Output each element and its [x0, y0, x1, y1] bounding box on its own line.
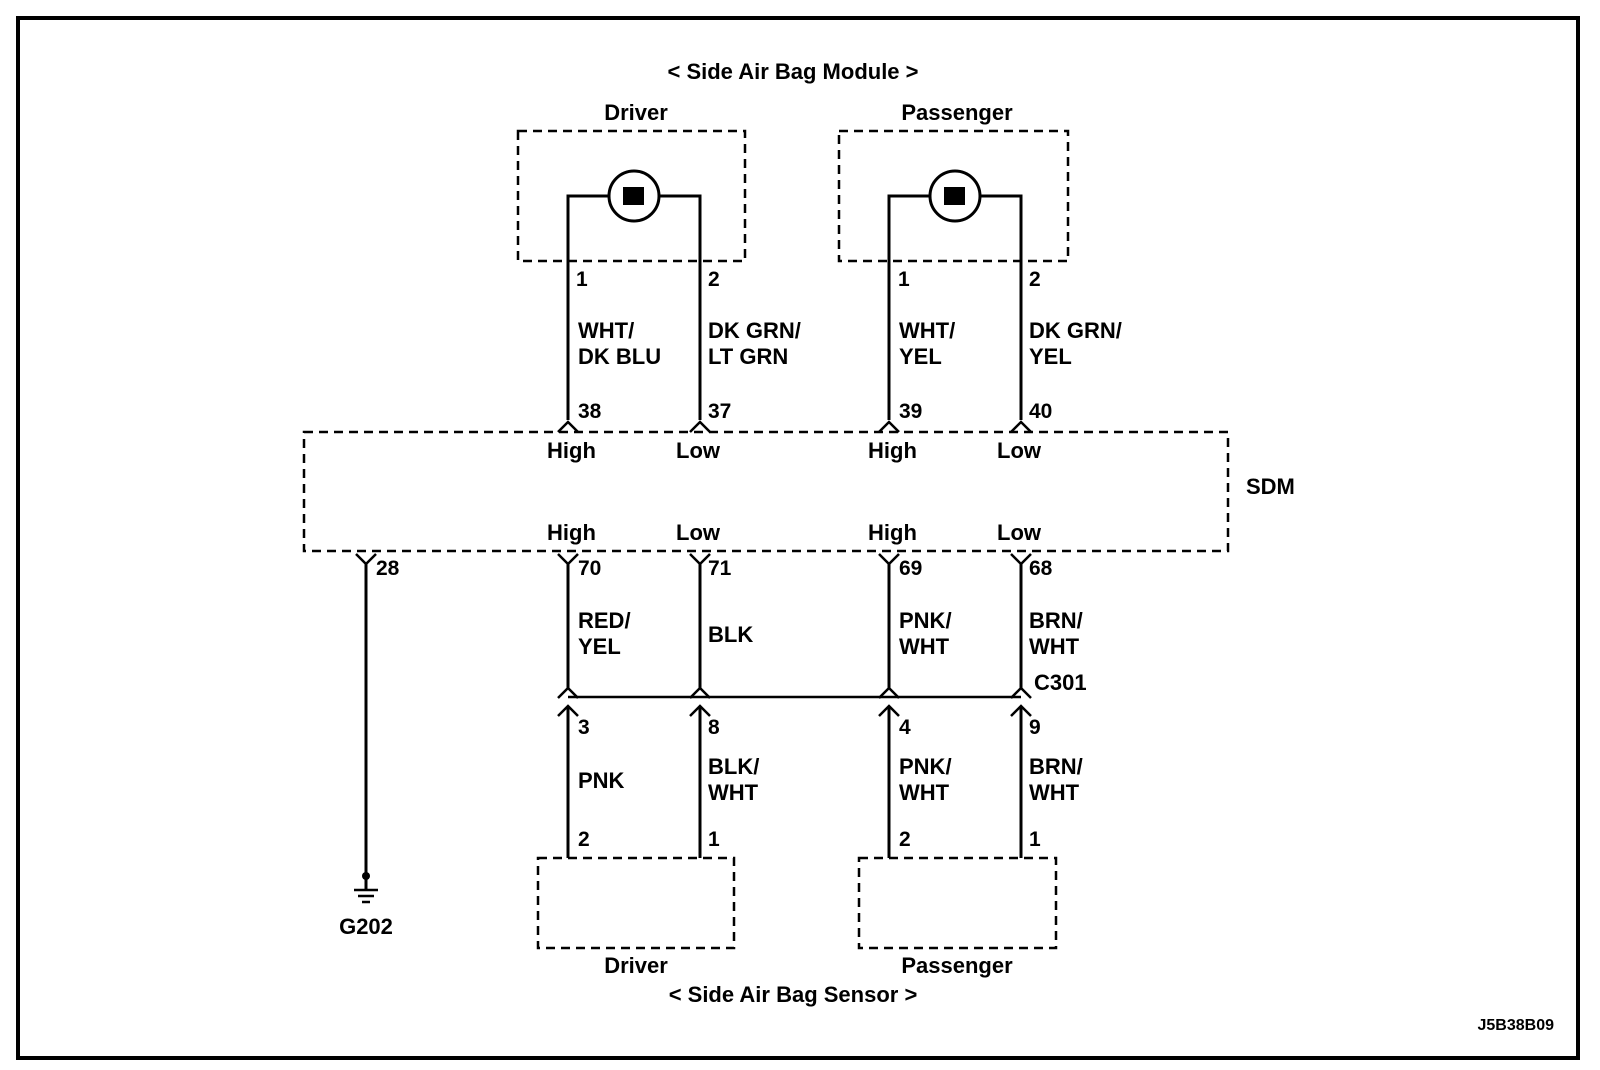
wire-8-color-2: WHT	[708, 780, 759, 805]
passenger-wire-low-color-2: YEL	[1029, 344, 1072, 369]
passenger-airbag-module: Passenger 1 2 WHT/ YEL DK GRN/ YEL 39 40	[837, 100, 1122, 423]
sdm-pin-70: 70	[578, 557, 601, 580]
sdm-bottom-term-driver-high: High	[547, 520, 596, 545]
passenger-sensor-box	[857, 856, 1058, 950]
passenger-sensor-label: Passenger	[901, 953, 1013, 978]
ground-splice-dot	[362, 872, 370, 880]
c301-label: C301	[1034, 670, 1087, 695]
driver-module-label: Driver	[604, 100, 668, 125]
connector-39-icon	[878, 420, 900, 433]
driver-module-pin-2: 2	[708, 268, 720, 291]
sdm-bottom-connectors	[355, 553, 1032, 566]
wire-4-color-1: PNK/	[899, 754, 952, 779]
ground-icon	[354, 888, 378, 904]
c301-pin-8: 8	[708, 716, 720, 739]
wire-3-color-1: PNK	[578, 768, 625, 793]
wire-68-color-1: BRN/	[1029, 608, 1083, 633]
upper-wires	[566, 564, 1023, 688]
driver-wire-high-color-1: WHT/	[578, 318, 634, 343]
outer-frame	[16, 16, 1580, 1060]
wire-9-color-2: WHT	[1029, 780, 1080, 805]
sdm-top-term-passenger-high: High	[868, 438, 917, 463]
connector-40-icon	[1010, 420, 1032, 433]
ground-label: G202	[339, 914, 393, 939]
passenger-wire-low-color-1: DK GRN/	[1029, 318, 1122, 343]
sdm-pin-71: 71	[708, 557, 732, 580]
passenger-module-box	[837, 129, 1070, 263]
sdm-pin-69: 69	[899, 557, 922, 580]
driver-module-pin-1: 1	[576, 268, 588, 291]
driver-sensor-box	[536, 856, 736, 950]
title-side-air-bag-module: < Side Air Bag Module >	[667, 59, 918, 84]
c301-female-9-icon	[1010, 686, 1032, 699]
sdm-label: SDM	[1246, 474, 1295, 499]
c301-female-3-icon	[557, 686, 579, 699]
sdm-bottom-term-passenger-high: High	[868, 520, 917, 545]
wire-68-color-2: WHT	[1029, 634, 1080, 659]
passenger-wire-high-color-1: WHT/	[899, 318, 955, 343]
wire-9-color-1: BRN/	[1029, 754, 1083, 779]
sdm-pin-39: 39	[899, 400, 922, 423]
wire-70-color-1: RED/	[578, 608, 631, 633]
connector-28-icon	[355, 553, 377, 566]
wire-8-color-1: BLK/	[708, 754, 759, 779]
sdm-pin-68: 68	[1029, 557, 1053, 580]
connector-69-icon	[878, 553, 900, 566]
driver-airbag-module: Driver 1 2 WHT/ DK BLU DK GRN/ LT GRN 38…	[516, 100, 801, 423]
sdm-top-connectors	[557, 420, 1032, 433]
passenger-module-label: Passenger	[901, 100, 1013, 125]
sdm-pin-40: 40	[1029, 400, 1052, 423]
title-side-air-bag-sensor: < Side Air Bag Sensor >	[669, 982, 918, 1007]
wire-71-color-1: BLK	[708, 622, 753, 647]
wire-69-color-2: WHT	[899, 634, 950, 659]
sdm-pin-37: 37	[708, 400, 731, 423]
passenger-sensor-pin-1: 1	[1029, 828, 1041, 851]
c301-pin-4: 4	[899, 716, 911, 739]
sdm-pin-38: 38	[578, 400, 602, 423]
c301-connector: C301 3 8 4 9	[557, 670, 1087, 739]
connector-68-icon	[1010, 553, 1032, 566]
connector-38-icon	[557, 420, 579, 433]
sdm-top-term-driver-low: Low	[676, 438, 721, 463]
passenger-sensor-pin-2: 2	[899, 828, 911, 851]
diagram-code: J5B38B09	[1478, 1017, 1555, 1034]
driver-module-loop	[566, 194, 702, 420]
passenger-wire-high-color-2: YEL	[899, 344, 942, 369]
passenger-module-pin-2: 2	[1029, 268, 1041, 291]
passenger-inflator-squib-icon	[944, 187, 965, 205]
sdm-pin-28: 28	[376, 557, 400, 580]
driver-wire-high-color-2: DK BLU	[578, 344, 661, 369]
c301-pin-3: 3	[578, 716, 590, 739]
driver-inflator-squib-icon	[623, 187, 644, 205]
passenger-module-loop	[887, 194, 1023, 420]
lower-wires	[566, 706, 1023, 858]
sdm-bottom-term-driver-low: Low	[676, 520, 721, 545]
sdm-module: SDM High Low High Low High Low High Low	[302, 430, 1295, 553]
sdm-bottom-term-passenger-low: Low	[997, 520, 1042, 545]
connector-70-icon	[557, 553, 579, 566]
wire-4-color-2: WHT	[899, 780, 950, 805]
sdm-top-term-driver-high: High	[547, 438, 596, 463]
wire-69-color-1: PNK/	[899, 608, 952, 633]
c301-female-8-icon	[689, 686, 711, 699]
driver-sensor-pin-2: 2	[578, 828, 590, 851]
sdm-box	[302, 430, 1230, 553]
connector-37-icon	[689, 420, 711, 433]
c301-pin-9: 9	[1029, 716, 1041, 739]
driver-sensor-label: Driver	[604, 953, 668, 978]
driver-wire-low-color-2: LT GRN	[708, 344, 788, 369]
passenger-module-pin-1: 1	[898, 268, 910, 291]
driver-sensor-pin-1: 1	[708, 828, 720, 851]
driver-wire-low-color-1: DK GRN/	[708, 318, 801, 343]
wire-70-color-2: YEL	[578, 634, 621, 659]
connector-71-icon	[689, 553, 711, 566]
ground-circuit: G202	[339, 564, 393, 939]
sdm-top-term-passenger-low: Low	[997, 438, 1042, 463]
driver-module-box	[516, 129, 747, 263]
c301-female-4-icon	[878, 686, 900, 699]
